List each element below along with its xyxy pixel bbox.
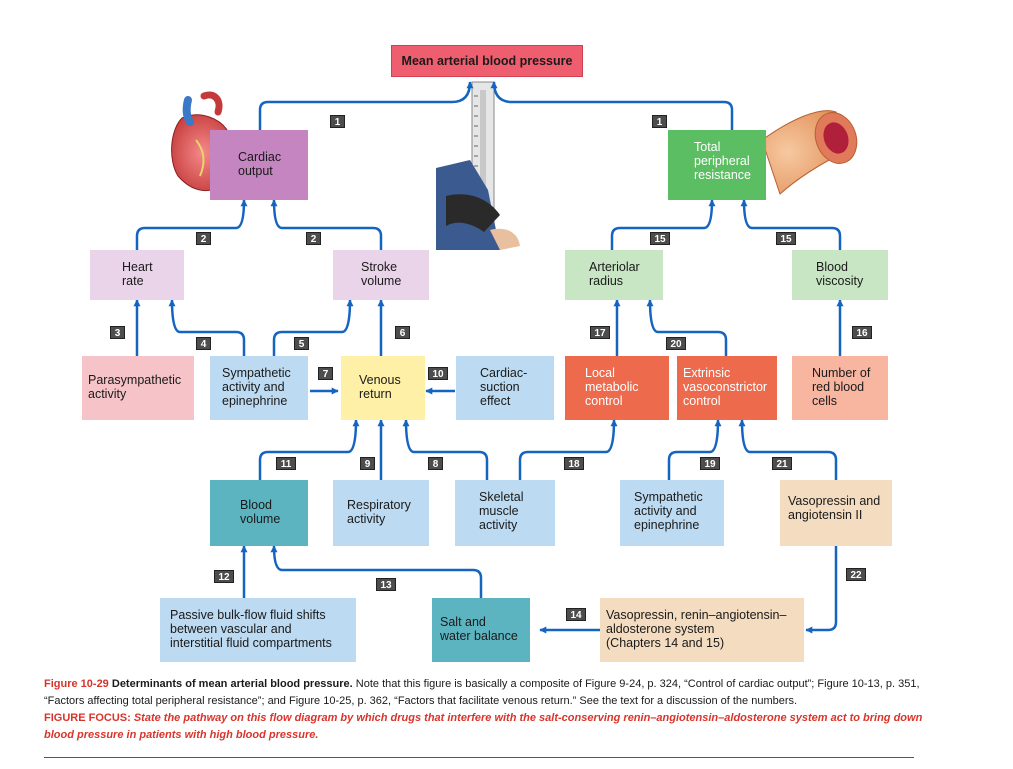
blood-viscosity-box: Blood viscosity <box>792 250 888 300</box>
local-metabolic-control-box: Local metabolic control <box>565 356 669 420</box>
step-badge-20: 20 <box>666 337 686 350</box>
step-badge-15-right: 15 <box>776 232 796 245</box>
mean-arterial-bp-label: Mean arterial blood pressure <box>401 54 573 68</box>
step-badge-3: 3 <box>110 326 125 339</box>
step-badge-15-left: 15 <box>650 232 670 245</box>
blood-volume-box: Blood volume <box>210 480 308 546</box>
sympathetic-epinephrine-label: Sympathetic activity and epinephrine <box>222 366 291 408</box>
step-badge-6: 6 <box>395 326 410 339</box>
cardiac-suction-label: Cardiac- suction effect <box>480 366 528 408</box>
heart-rate-box: Heart rate <box>90 250 184 300</box>
raas-box: Vasopressin, renin–angiotensin– aldoster… <box>600 598 804 662</box>
mean-arterial-bp-box: Mean arterial blood pressure <box>391 45 583 77</box>
figure-caption: Figure 10-29 Determinants of mean arteri… <box>44 676 924 744</box>
skeletal-muscle-activity-label: Skeletal muscle activity <box>479 490 524 532</box>
vasopressin-angiotensin-label: Vasopressin and angiotensin II <box>788 494 881 522</box>
total-peripheral-resistance-box: Total peripheral resistance <box>668 130 766 200</box>
sphygmomanometer-illustration <box>436 81 520 250</box>
salt-water-balance-label: Salt and water balance <box>440 615 518 643</box>
figure-focus-text: State the pathway on this flow diagram b… <box>44 712 923 741</box>
extrinsic-vasoconstrictor-box: Extrinsic vasoconstrictor control <box>677 356 777 420</box>
step-badge-1-left: 1 <box>330 115 345 128</box>
skeletal-muscle-activity-box: Skeletal muscle activity <box>455 480 555 546</box>
vasopressin-angiotensin-box: Vasopressin and angiotensin II <box>780 480 892 546</box>
venous-return-label: Venous return <box>359 373 401 401</box>
step-badge-10: 10 <box>428 367 448 380</box>
step-badge-9: 9 <box>360 457 375 470</box>
venous-return-box: Venous return <box>341 356 425 420</box>
blood-volume-label: Blood volume <box>240 498 281 526</box>
step-badge-17: 17 <box>590 326 610 339</box>
parasympathetic-activity-box: Parasympathetic activity <box>82 356 194 420</box>
blood-viscosity-label: Blood viscosity <box>816 260 864 288</box>
step-badge-14: 14 <box>566 608 586 621</box>
step-badge-2-left: 2 <box>196 232 211 245</box>
step-badge-22: 22 <box>846 568 866 581</box>
sympathetic-epinephrine-box: Sympathetic activity and epinephrine <box>210 356 308 420</box>
step-badge-5: 5 <box>294 337 309 350</box>
step-badge-19: 19 <box>700 457 720 470</box>
sympathetic-epinephrine-2-label: Sympathetic activity and epinephrine <box>634 490 703 532</box>
stroke-volume-box: Stroke volume <box>333 250 429 300</box>
figure-label: Figure 10-29 <box>44 678 109 690</box>
extrinsic-vasoconstrictor-label: Extrinsic vasoconstrictor control <box>683 366 768 408</box>
parasympathetic-activity-label: Parasympathetic activity <box>88 373 182 401</box>
step-badge-1-right: 1 <box>652 115 667 128</box>
local-metabolic-control-label: Local metabolic control <box>585 366 639 408</box>
cardiac-output-box: Cardiac output <box>210 130 308 200</box>
step-badge-11: 11 <box>276 457 296 470</box>
step-badge-12: 12 <box>214 570 234 583</box>
step-badge-13: 13 <box>376 578 396 591</box>
step-badge-7: 7 <box>318 367 333 380</box>
step-badge-4: 4 <box>196 337 211 350</box>
figure-title: Determinants of mean arterial blood pres… <box>111 678 353 690</box>
sympathetic-epinephrine-2-box: Sympathetic activity and epinephrine <box>620 480 724 546</box>
step-badge-16: 16 <box>852 326 872 339</box>
step-badge-18: 18 <box>564 457 584 470</box>
figure-focus-label: FIGURE FOCUS: <box>44 712 131 724</box>
respiratory-activity-box: Respiratory activity <box>333 480 429 546</box>
arteriolar-radius-box: Arteriolar radius <box>565 250 663 300</box>
red-blood-cells-box: Number of red blood cells <box>792 356 888 420</box>
total-peripheral-resistance-label: Total peripheral resistance <box>694 140 751 182</box>
cardiac-suction-box: Cardiac- suction effect <box>456 356 554 420</box>
arteriolar-radius-label: Arteriolar radius <box>589 260 640 288</box>
passive-bulk-flow-label: Passive bulk-flow fluid shifts between v… <box>170 608 332 650</box>
step-badge-2-right: 2 <box>306 232 321 245</box>
salt-water-balance-box: Salt and water balance <box>432 598 530 662</box>
caption-divider <box>44 757 914 758</box>
stroke-volume-label: Stroke volume <box>361 260 402 288</box>
raas-label: Vasopressin, renin–angiotensin– aldoster… <box>606 608 787 650</box>
step-badge-8: 8 <box>428 457 443 470</box>
passive-bulk-flow-box: Passive bulk-flow fluid shifts between v… <box>160 598 356 662</box>
red-blood-cells-label: Number of red blood cells <box>812 366 871 408</box>
respiratory-activity-label: Respiratory activity <box>347 498 411 526</box>
caption-body: Note that this figure is basically a com… <box>44 678 920 707</box>
step-badge-21: 21 <box>772 457 792 470</box>
cardiac-output-label: Cardiac output <box>238 150 282 178</box>
blood-vessel-illustration <box>761 110 858 195</box>
connector-arrows <box>133 81 844 634</box>
heart-rate-label: Heart rate <box>122 260 153 288</box>
